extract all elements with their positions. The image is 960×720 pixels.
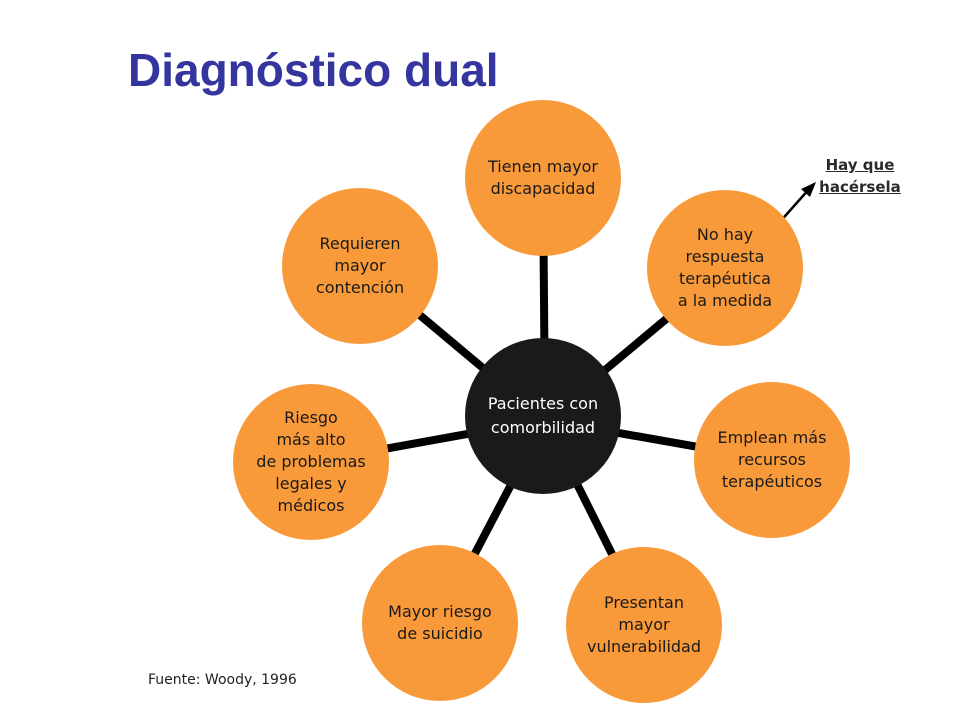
node-contencion: Requieren mayor contención (282, 188, 438, 344)
node-suicidio: Mayor riesgo de suicidio (362, 545, 518, 701)
note-arrowhead (801, 182, 816, 197)
note-text: Hay que hacérsela (819, 156, 901, 196)
node-vulnerabilidad-label: Presentan mayor vulnerabilidad (586, 593, 702, 656)
node-recursos: Emplean más recursos terapéuticos (694, 382, 850, 538)
node-legales-label: Riesgo más alto de problemas legales y m… (256, 408, 366, 515)
node-discapacidad-label: Tienen mayor discapacidad (487, 157, 598, 198)
node-vulnerabilidad: Presentan mayor vulnerabilidad (566, 547, 722, 703)
node-respuesta: No hay respuesta terapéutica a la medida (647, 190, 803, 346)
node-respuesta-label: No hay respuesta terapéutica a la medida (677, 225, 773, 310)
node-suicidio-label: Mayor riesgo de suicidio (388, 602, 492, 643)
node-contencion-label: Requieren mayor contención (315, 234, 405, 297)
source-citation: Fuente: Woody, 1996 (148, 672, 297, 688)
node-center-label: Pacientes con comorbilidad (487, 394, 599, 437)
node-center: Pacientes con comorbilidad (465, 338, 621, 494)
node-discapacidad: Tienen mayor discapacidad (465, 100, 621, 256)
node-recursos-label: Emplean más recursos terapéuticos (717, 428, 827, 491)
page-title: Diagnóstico dual (128, 44, 499, 96)
node-legales: Riesgo más alto de problemas legales y m… (233, 384, 389, 540)
